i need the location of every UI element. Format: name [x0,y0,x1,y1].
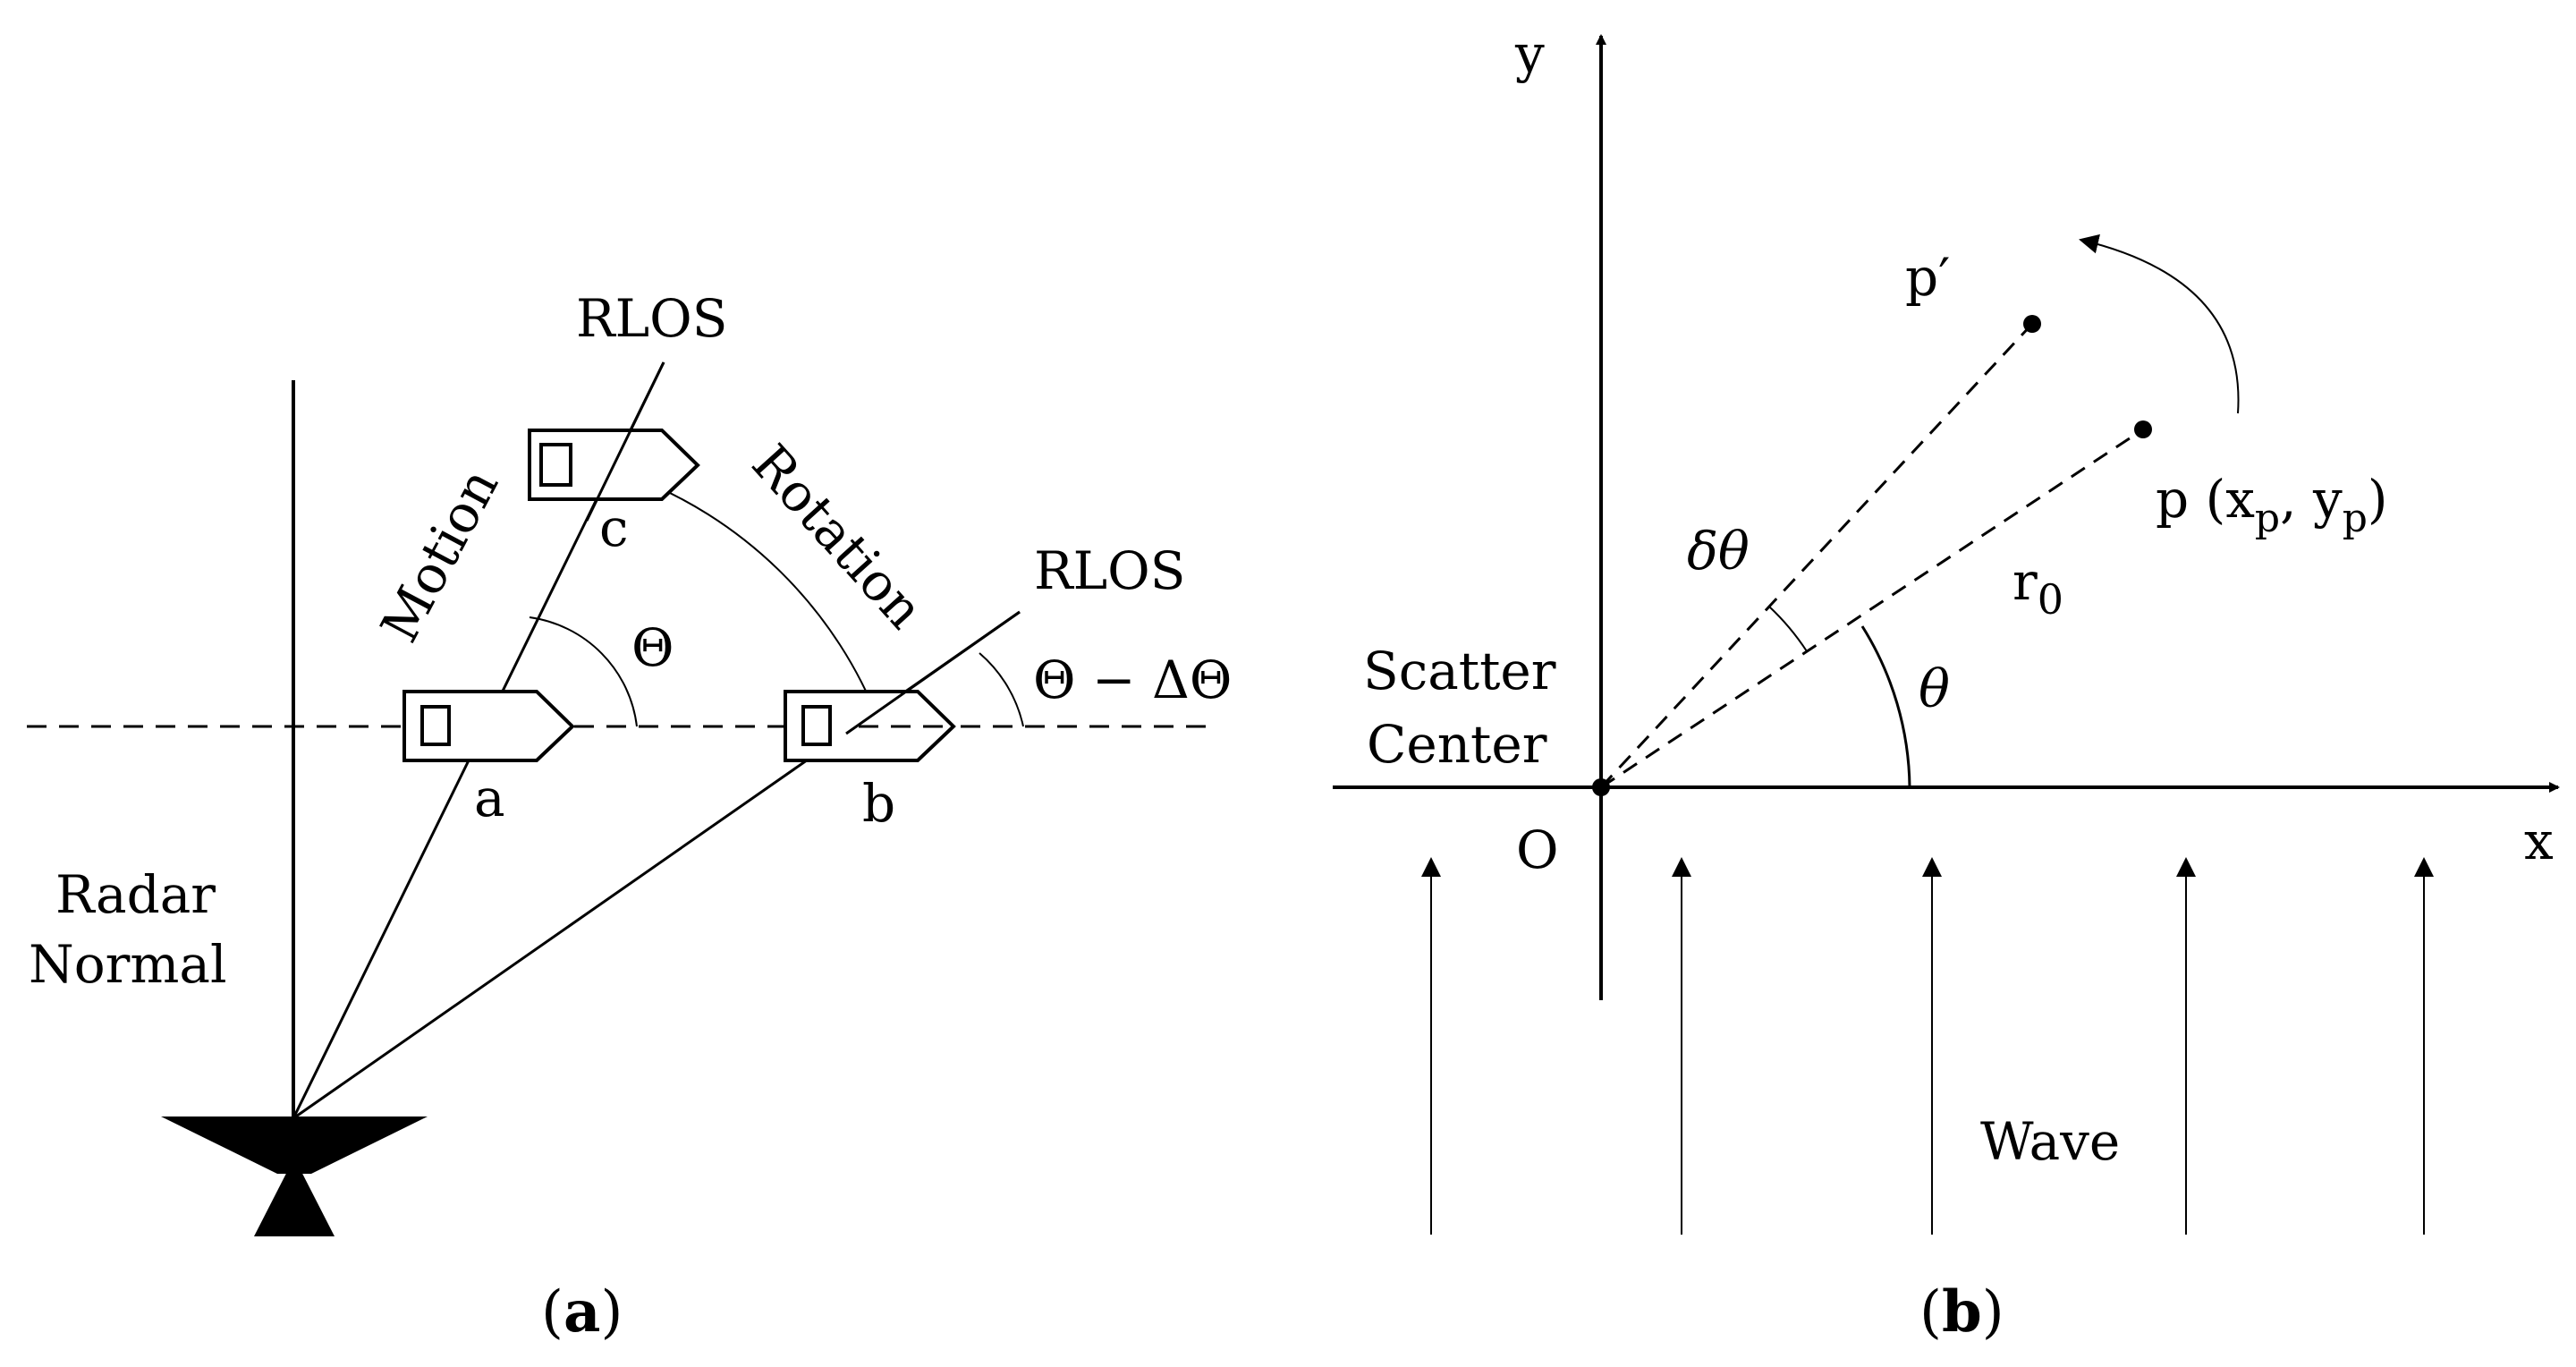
point-p-label: p (xp, yp) [2156,469,2388,541]
panel-a: RLOS RLOS Motion Rotation Θ Θ − ΔΘ a b c… [27,288,1232,1346]
theta-arc [529,616,638,727]
theta-minus-delta-arc [979,652,1024,727]
rotation-arc [625,473,882,727]
y-axis-label: y [1514,23,1545,84]
theta-arc-b [1860,625,1911,788]
r0-label: r0 [2012,551,2063,624]
scatter-center-label-line2: Center [1367,714,1547,775]
delta-theta-arc [1768,606,1808,652]
position-b-label: b [862,773,895,834]
radar-normal-label-line1: Radar [55,864,216,925]
rlos-label-upper: RLOS [576,288,727,349]
theta-label-b: θ [1919,658,1950,719]
p-prime-label: p′ [1905,247,1950,308]
x-axis-label: x [2524,811,2554,871]
theta-minus-delta-label: Θ − ΔΘ [1033,650,1232,710]
position-c-label: c [599,497,628,558]
caption-b: (b) [1919,1278,2004,1346]
scatter-center-label-line1: Scatter [1363,641,1556,701]
ship-a [402,690,575,762]
radar-normal-label-line2: Normal [29,934,227,995]
rotation-label: Rotation [741,433,936,641]
position-a-label: a [474,768,505,828]
rotation-arrow [2079,233,2240,414]
wave-label: Wave [1980,1111,2120,1172]
motion-label: Motion [369,459,510,652]
point-p-prime [2023,315,2041,333]
ship-b [784,690,956,762]
origin-label: O [1516,819,1559,880]
dashed-line-p-prime [1599,322,2034,789]
point-p [2134,420,2152,438]
rlos-label-lower: RLOS [1034,540,1185,601]
radar-antenna-icon [161,1117,428,1236]
caption-a: (a) [541,1278,623,1346]
delta-theta-label: δθ [1687,521,1750,582]
theta-label: Θ [631,617,674,678]
panel-b: y x O p′ p (xp, yp) δθ r0 θ Scatter Cent… [1333,23,2560,1346]
dashed-line-p [1600,428,2144,789]
